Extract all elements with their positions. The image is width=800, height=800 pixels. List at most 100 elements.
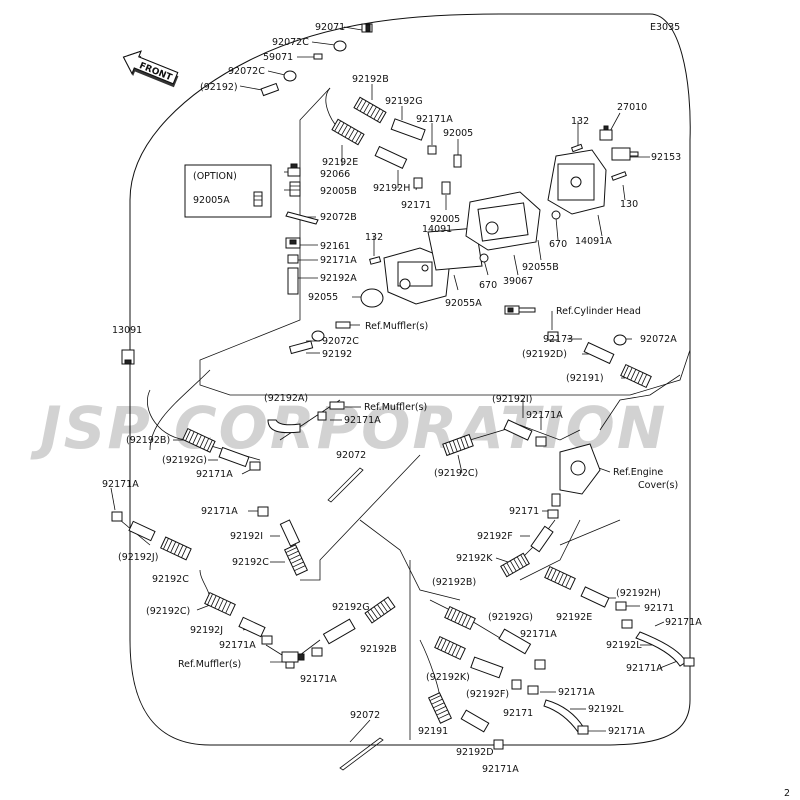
- spring-92192b-a: [353, 96, 387, 124]
- hose-92192i-b: [279, 519, 301, 547]
- label-92171: 92171: [509, 506, 539, 517]
- clamp-92171a-e: [535, 436, 547, 447]
- label-92192j: 92192J: [190, 625, 223, 636]
- fitting-92071: [361, 23, 373, 33]
- clamp-92072a: [613, 334, 627, 346]
- nipple-92005-b: [441, 181, 451, 195]
- label-92171: 92171: [401, 200, 431, 211]
- label-92192l: 92192L: [588, 704, 624, 715]
- clamp-92171a-a: [427, 145, 437, 155]
- spring-92192k-b: [434, 635, 466, 661]
- label-92192f: 92192F: [477, 531, 513, 542]
- label-92171a: 92171A: [344, 415, 381, 426]
- hose-92192d-b: [460, 709, 490, 733]
- label-92192j: (92192J): [118, 552, 158, 563]
- clamp-92171-b: [547, 509, 559, 519]
- label-92192k: 92192K: [456, 553, 493, 564]
- clamp-92171-c: [615, 601, 627, 611]
- spring-92192c-c: [283, 544, 309, 576]
- watermark: JSP CORPORATION: [30, 394, 667, 462]
- label-ref-mufflers: Ref.Muffler(s): [178, 659, 241, 670]
- spring-92192c-b: [160, 536, 192, 561]
- figure-code: E3035: [650, 22, 680, 33]
- label-92072c: 92072C: [272, 37, 309, 48]
- label-92072c: 92072C: [228, 66, 265, 77]
- label-92171a: 92171A: [102, 479, 139, 490]
- label-92192c: (92192C): [434, 468, 478, 479]
- hose-92192g-a: [390, 118, 426, 141]
- label-92192l: 92192L: [606, 640, 642, 651]
- label-92072: 92072: [350, 710, 380, 721]
- plug-92066: [287, 163, 301, 177]
- spring-92192e-b: [544, 565, 576, 591]
- label-92192g: 92192G: [385, 96, 423, 107]
- bolt-132-a: [570, 143, 584, 153]
- nipple-92173: [547, 331, 559, 341]
- label-59071: 59071: [263, 52, 293, 63]
- sensor-92153: [611, 147, 639, 161]
- hose-92192g-d: [498, 628, 532, 655]
- tee-ref-muffler: [281, 651, 305, 669]
- hose-92192l-a: [635, 631, 687, 667]
- valve-housing-14091: [383, 247, 451, 305]
- clamp-92171a-i: [311, 647, 323, 657]
- hose-92192h-b: [580, 586, 610, 608]
- label-92171a: 92171A: [482, 764, 519, 775]
- label-92161: 92161: [320, 241, 350, 252]
- cover-14091a: [547, 149, 607, 215]
- label-option: (OPTION): [193, 171, 237, 182]
- label-92192i: 92192I: [230, 531, 263, 542]
- label-92192c: 92192C: [232, 557, 269, 568]
- spring-92192c-d: [204, 591, 236, 617]
- fitting-ref-muffler-b: [329, 401, 345, 410]
- label-92192g: 92192G: [332, 602, 370, 613]
- switch-27010: [599, 125, 613, 141]
- label-92191: 92191: [418, 726, 448, 737]
- label-27010: 27010: [617, 102, 647, 113]
- label-92171a: 92171A: [520, 629, 557, 640]
- label-132: 132: [571, 116, 589, 127]
- label-92192h: 92192H: [373, 183, 410, 194]
- clamp-92171a-m: [527, 685, 539, 695]
- label-92005: 92005: [443, 128, 473, 139]
- label-92055: 92055: [308, 292, 338, 303]
- cap-92161: [285, 237, 301, 249]
- bolt-132-b: [369, 256, 382, 265]
- label-92171a: 92171A: [416, 114, 453, 125]
- label-670: 670: [479, 280, 497, 291]
- clamp-92171a-f: [111, 511, 123, 522]
- label-92055a: 92055A: [445, 298, 482, 309]
- front-arrow-icon: FRONT: [122, 50, 179, 88]
- label-92192b: 92192B: [360, 644, 397, 655]
- pin-59071: [313, 53, 323, 60]
- fitting-ref-cylinder: [504, 305, 536, 315]
- hose-92192j-b: [238, 616, 266, 638]
- hose-92192g-b: [218, 446, 250, 468]
- spring-92192b-b: [182, 427, 216, 453]
- label-92171a: 92171A: [526, 410, 563, 421]
- part-labels: 92071 92072C 59071 92072C (92192) 92192B…: [102, 22, 702, 775]
- hose-92192a-b: [267, 419, 301, 434]
- hose-92192h-a: [374, 145, 408, 169]
- fitting-ref-muffler-a: [335, 321, 351, 329]
- label-92192: (92192): [200, 82, 238, 93]
- label-92171a: 92171A: [665, 617, 702, 628]
- clamp-92171-d: [511, 679, 522, 690]
- spring-92192k-a: [500, 552, 530, 578]
- hose-92192j-a: [128, 520, 156, 542]
- hose-92192f-a: [530, 525, 554, 553]
- label-92072b: 92072B: [320, 212, 357, 223]
- label-92171a: 92171A: [608, 726, 645, 737]
- spring-92192b-c: [364, 596, 396, 624]
- clamp-92171a-b: [287, 254, 299, 264]
- option-box: [184, 164, 272, 218]
- label-92171: 92171: [503, 708, 533, 719]
- label-92192h: (92192H): [616, 588, 661, 599]
- gasket-92055a: [427, 227, 483, 271]
- clamp-92171a-c: [317, 411, 327, 421]
- label-92072a: 92072A: [640, 334, 677, 345]
- label-92192c: 92192C: [152, 574, 189, 585]
- clip-92072-a: [327, 467, 364, 503]
- spring-92192e-a: [331, 118, 365, 146]
